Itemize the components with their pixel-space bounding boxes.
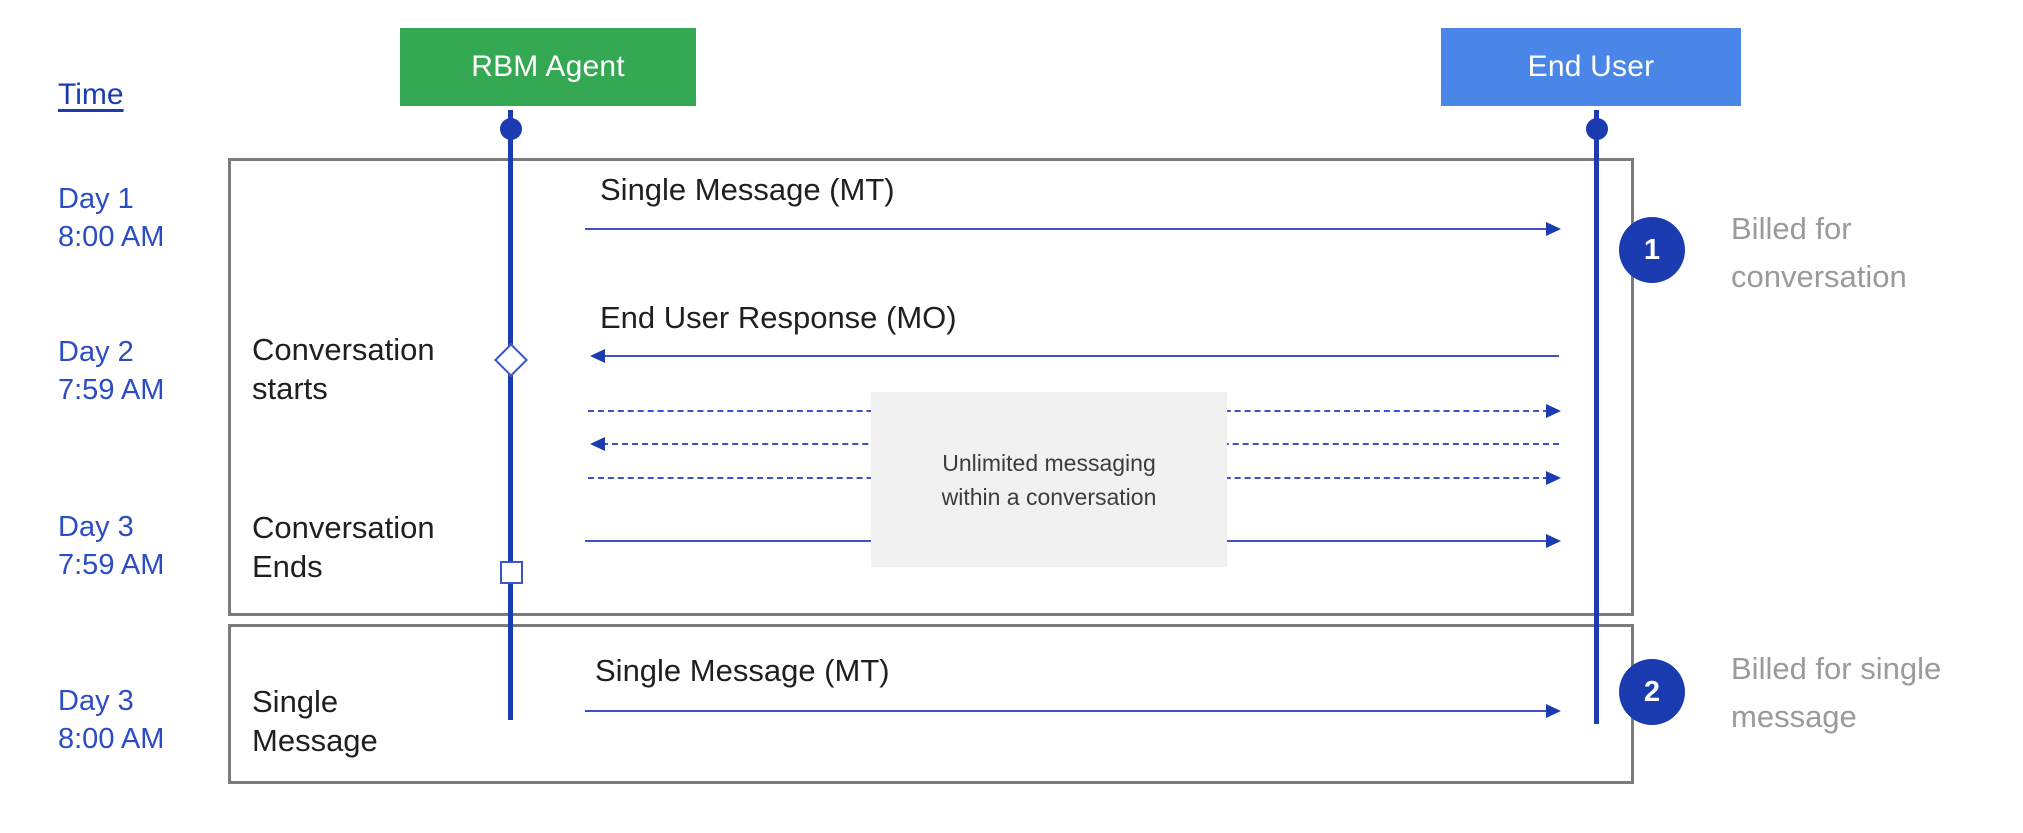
arrow-shaft xyxy=(585,710,1559,712)
message-label-end-user-response-mo: End User Response (MO) xyxy=(600,300,957,335)
note-unlimited-messaging: Unlimited messaging within a conversatio… xyxy=(871,392,1227,567)
frame-conversation-window xyxy=(228,158,1634,616)
lifeline-head-dot-end-user xyxy=(1586,118,1608,140)
arrow-head-right-icon xyxy=(1546,404,1561,418)
billing-note-conversation: Billed for conversation xyxy=(1731,211,1907,294)
arrow-head-right-icon xyxy=(1546,534,1561,548)
frame-single-message xyxy=(228,624,1634,784)
billing-note-single-message: Billed for single message xyxy=(1731,651,1942,734)
actor-box-rbm-agent: RBM Agent xyxy=(400,28,696,106)
arrow-head-right-icon xyxy=(1546,471,1561,485)
time-label-day3-759am: Day 3 7:59 AM xyxy=(58,511,165,581)
time-axis-header: Time xyxy=(58,78,124,111)
message-arrow-mo-1 xyxy=(590,349,1559,363)
lifeline-head-dot-rbm-agent xyxy=(500,118,522,140)
lifeline-rbm-agent xyxy=(508,110,513,720)
arrow-head-right-icon xyxy=(1546,704,1561,718)
arrow-head-left-icon xyxy=(590,437,605,451)
arrow-shaft xyxy=(585,228,1559,230)
stage-label-conversation-starts: Conversation starts xyxy=(252,332,435,406)
arrow-shaft xyxy=(592,355,1559,357)
message-label-single-message-mt-bottom: Single Message (MT) xyxy=(595,653,890,688)
stage-label-single-message: Single Message xyxy=(252,684,378,758)
actor-label-end-user: End User xyxy=(1527,50,1655,83)
message-arrow-mt-1 xyxy=(585,222,1561,236)
billing-badge-number: 2 xyxy=(1643,675,1661,708)
message-label-single-message-mt-top: Single Message (MT) xyxy=(600,172,895,207)
stage-label-conversation-ends: Conversation Ends xyxy=(252,510,435,584)
lifeline-end-user xyxy=(1594,110,1599,724)
message-arrow-mt-3 xyxy=(585,704,1561,718)
billing-badge-1: 1 xyxy=(1619,217,1685,283)
time-label-day3-800am: Day 3 8:00 AM xyxy=(58,685,165,755)
note-text: Unlimited messaging within a conversatio… xyxy=(941,449,1157,510)
billing-badge-number: 1 xyxy=(1643,233,1661,266)
arrow-head-left-icon xyxy=(590,349,605,363)
billing-badge-2: 2 xyxy=(1619,659,1685,725)
time-label-day2-759am: Day 2 7:59 AM xyxy=(58,336,165,406)
time-label-day1-800am: Day 1 8:00 AM xyxy=(58,183,165,253)
arrow-head-right-icon xyxy=(1546,222,1561,236)
actor-box-end-user: End User xyxy=(1441,28,1741,106)
actor-label-rbm-agent: RBM Agent xyxy=(471,50,625,83)
square-marker-conversation-end xyxy=(500,561,523,584)
